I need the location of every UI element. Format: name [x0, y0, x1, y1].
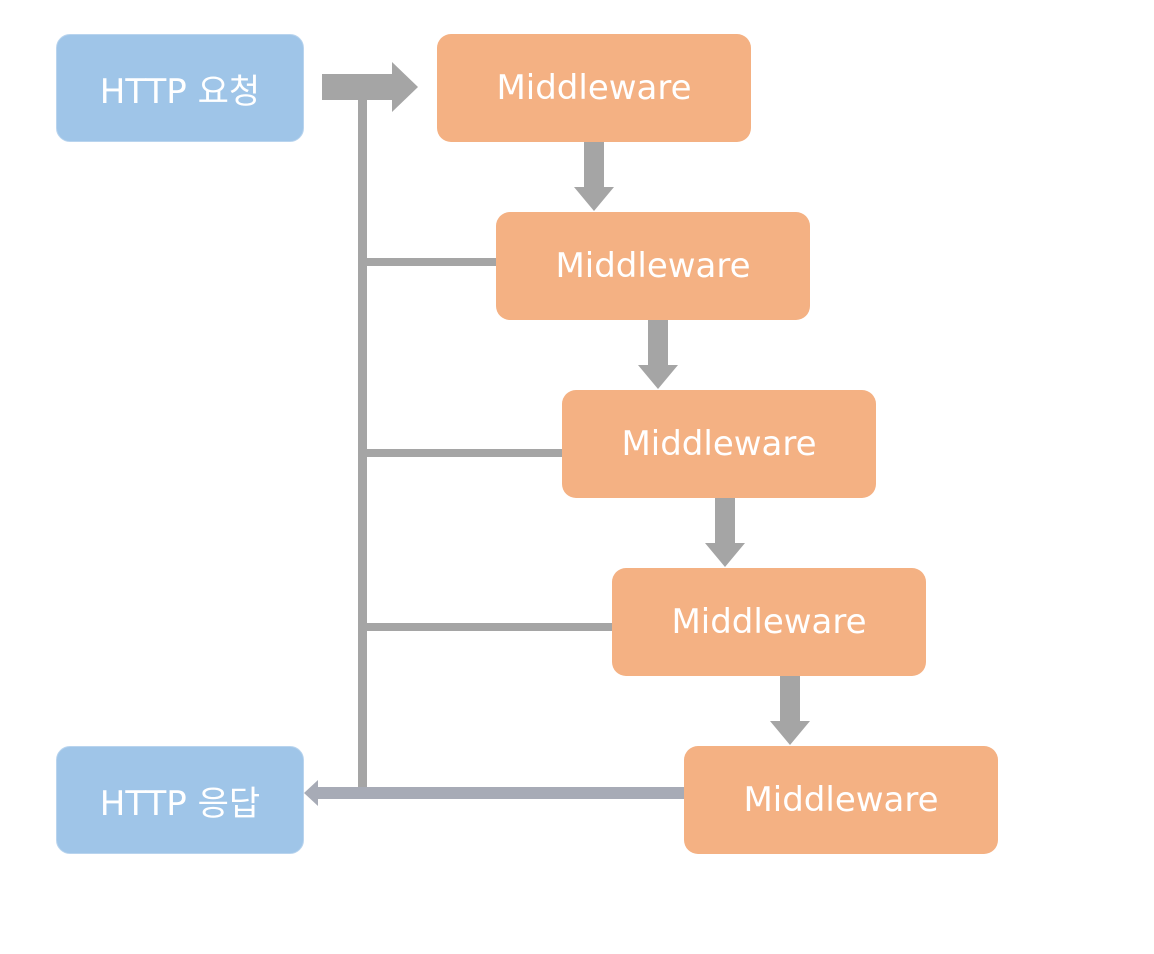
- down-arrow-1: [574, 142, 614, 211]
- middleware-box-4: Middleware: [612, 568, 926, 676]
- down-arrow-3: [705, 498, 745, 567]
- branch-line-4: [362, 623, 614, 631]
- http-response-box: HTTP 응답: [56, 746, 304, 854]
- http-request-box: HTTP 요청: [56, 34, 304, 142]
- middleware-box-2: Middleware: [496, 212, 810, 320]
- middleware-label: Middleware: [496, 68, 692, 108]
- response-arrow: [304, 780, 686, 806]
- middleware-label: Middleware: [743, 780, 939, 820]
- down-arrow-4: [770, 676, 810, 745]
- branch-line-2: [362, 258, 498, 266]
- middleware-box-1: Middleware: [437, 34, 751, 142]
- return-line: [358, 95, 367, 787]
- middleware-label: Middleware: [671, 602, 867, 642]
- request-arrow: [322, 62, 418, 112]
- middleware-box-3: Middleware: [562, 390, 876, 498]
- middleware-label: Middleware: [555, 246, 751, 286]
- middleware-box-5: Middleware: [684, 746, 998, 854]
- http-response-label: HTTP 응답: [99, 783, 261, 824]
- down-arrow-2: [638, 320, 678, 389]
- branch-line-3: [362, 449, 564, 457]
- http-request-label: HTTP 요청: [99, 71, 261, 112]
- middleware-label: Middleware: [621, 424, 817, 464]
